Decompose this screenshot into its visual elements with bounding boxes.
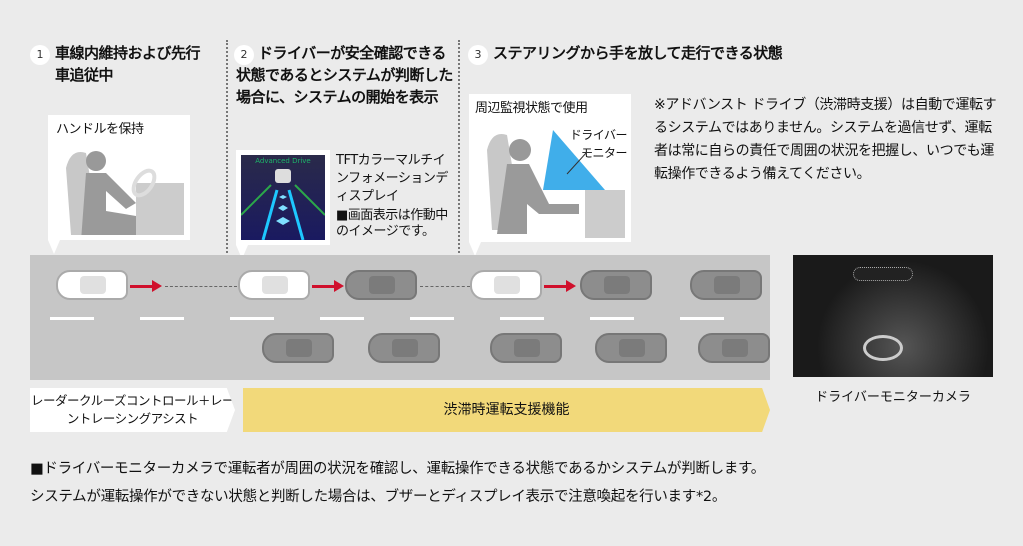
driver-holding-wheel-icon	[66, 151, 184, 235]
follow-line	[165, 286, 237, 287]
driver-monitor-camera-photo	[793, 255, 993, 377]
footer-line-2: システムが運転操作ができない状態と判断した場合は、ブザーとディスプレイ表示で注意…	[30, 489, 727, 505]
lead-car	[345, 270, 417, 300]
camera-icon	[853, 267, 913, 281]
display-panel: Advanced Drive	[236, 150, 330, 259]
step-1-title: 車線内維持および先行車追従中	[55, 44, 201, 84]
divider-1	[226, 40, 228, 380]
steering-logo-icon	[863, 335, 903, 361]
divider-2	[458, 40, 460, 380]
follow-line	[420, 286, 470, 287]
step-1-number: 1	[30, 45, 50, 65]
arrow-icon	[130, 280, 162, 292]
other-car	[595, 333, 667, 363]
traffic-jam-assist-bar: 渋滞時運転支援機能	[243, 388, 770, 432]
notice-text: ※アドバンスト ドライブ（渋滞時支援）は自動で運転するシステムではありません。シ…	[654, 97, 997, 182]
step-2-number: 2	[234, 45, 254, 65]
lane-graphic-icon	[241, 169, 325, 240]
own-car	[56, 270, 128, 300]
own-car	[238, 270, 310, 300]
step-3-panel: 周辺監視状態で使用 ドライバーモニター	[469, 94, 631, 256]
step-1-panel: ハンドルを保持	[48, 115, 190, 254]
own-car	[470, 270, 542, 300]
arrow-icon	[312, 280, 344, 292]
other-car	[698, 333, 770, 363]
driver-hands-free-icon	[487, 130, 625, 238]
tft-screen: Advanced Drive	[241, 155, 325, 240]
driver-monitor-label: ドライバーモニター	[569, 128, 628, 160]
display-note: ■画面表示は作動中のイメージです。	[336, 208, 448, 239]
other-car	[490, 333, 562, 363]
road	[30, 255, 770, 380]
footer-text: ■ドライバーモニターカメラで運転者が周囲の状況を確認し、運転操作できる状態である…	[30, 455, 765, 511]
step-2-title: ドライバーが安全確認できる状態であるとシステムが判断した場合に、システムの開始を…	[236, 44, 453, 106]
footer-line-1: ■ドライバーモニターカメラで運転者が周囲の状況を確認し、運転操作できる状態である…	[30, 461, 765, 477]
step-3-number: 3	[468, 45, 488, 65]
step-1-panel-label: ハンドルを保持	[56, 122, 144, 137]
step-3-title: ステアリングから手を放して走行できる状態	[493, 44, 783, 62]
step-3-panel-label: 周辺監視状態で使用	[475, 101, 588, 116]
acc-lta-bar: レーダークルーズコントロール＋レーントレーシングアシスト	[30, 388, 235, 432]
camera-caption: ドライバーモニターカメラ	[815, 390, 971, 405]
arrow-icon	[544, 280, 576, 292]
screen-label: Advanced Drive	[255, 157, 311, 165]
lead-car	[580, 270, 652, 300]
other-car	[690, 270, 762, 300]
other-car	[368, 333, 440, 363]
other-car	[262, 333, 334, 363]
display-caption: TFTカラーマルチインフォメーションディスプレイ	[336, 153, 448, 204]
